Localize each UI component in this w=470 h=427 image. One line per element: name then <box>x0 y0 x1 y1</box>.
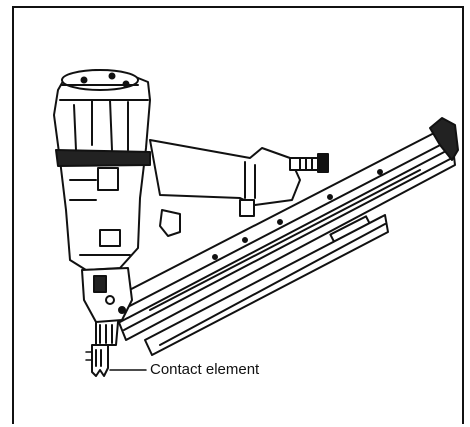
trigger <box>159 199 255 237</box>
contact-element <box>85 344 109 377</box>
nose-assembly <box>81 267 133 346</box>
handle <box>149 139 329 206</box>
cylinder-housing <box>53 69 151 271</box>
magazine-support <box>144 214 389 356</box>
contact-element-label: Contact element <box>150 361 260 378</box>
magazine <box>109 117 459 341</box>
